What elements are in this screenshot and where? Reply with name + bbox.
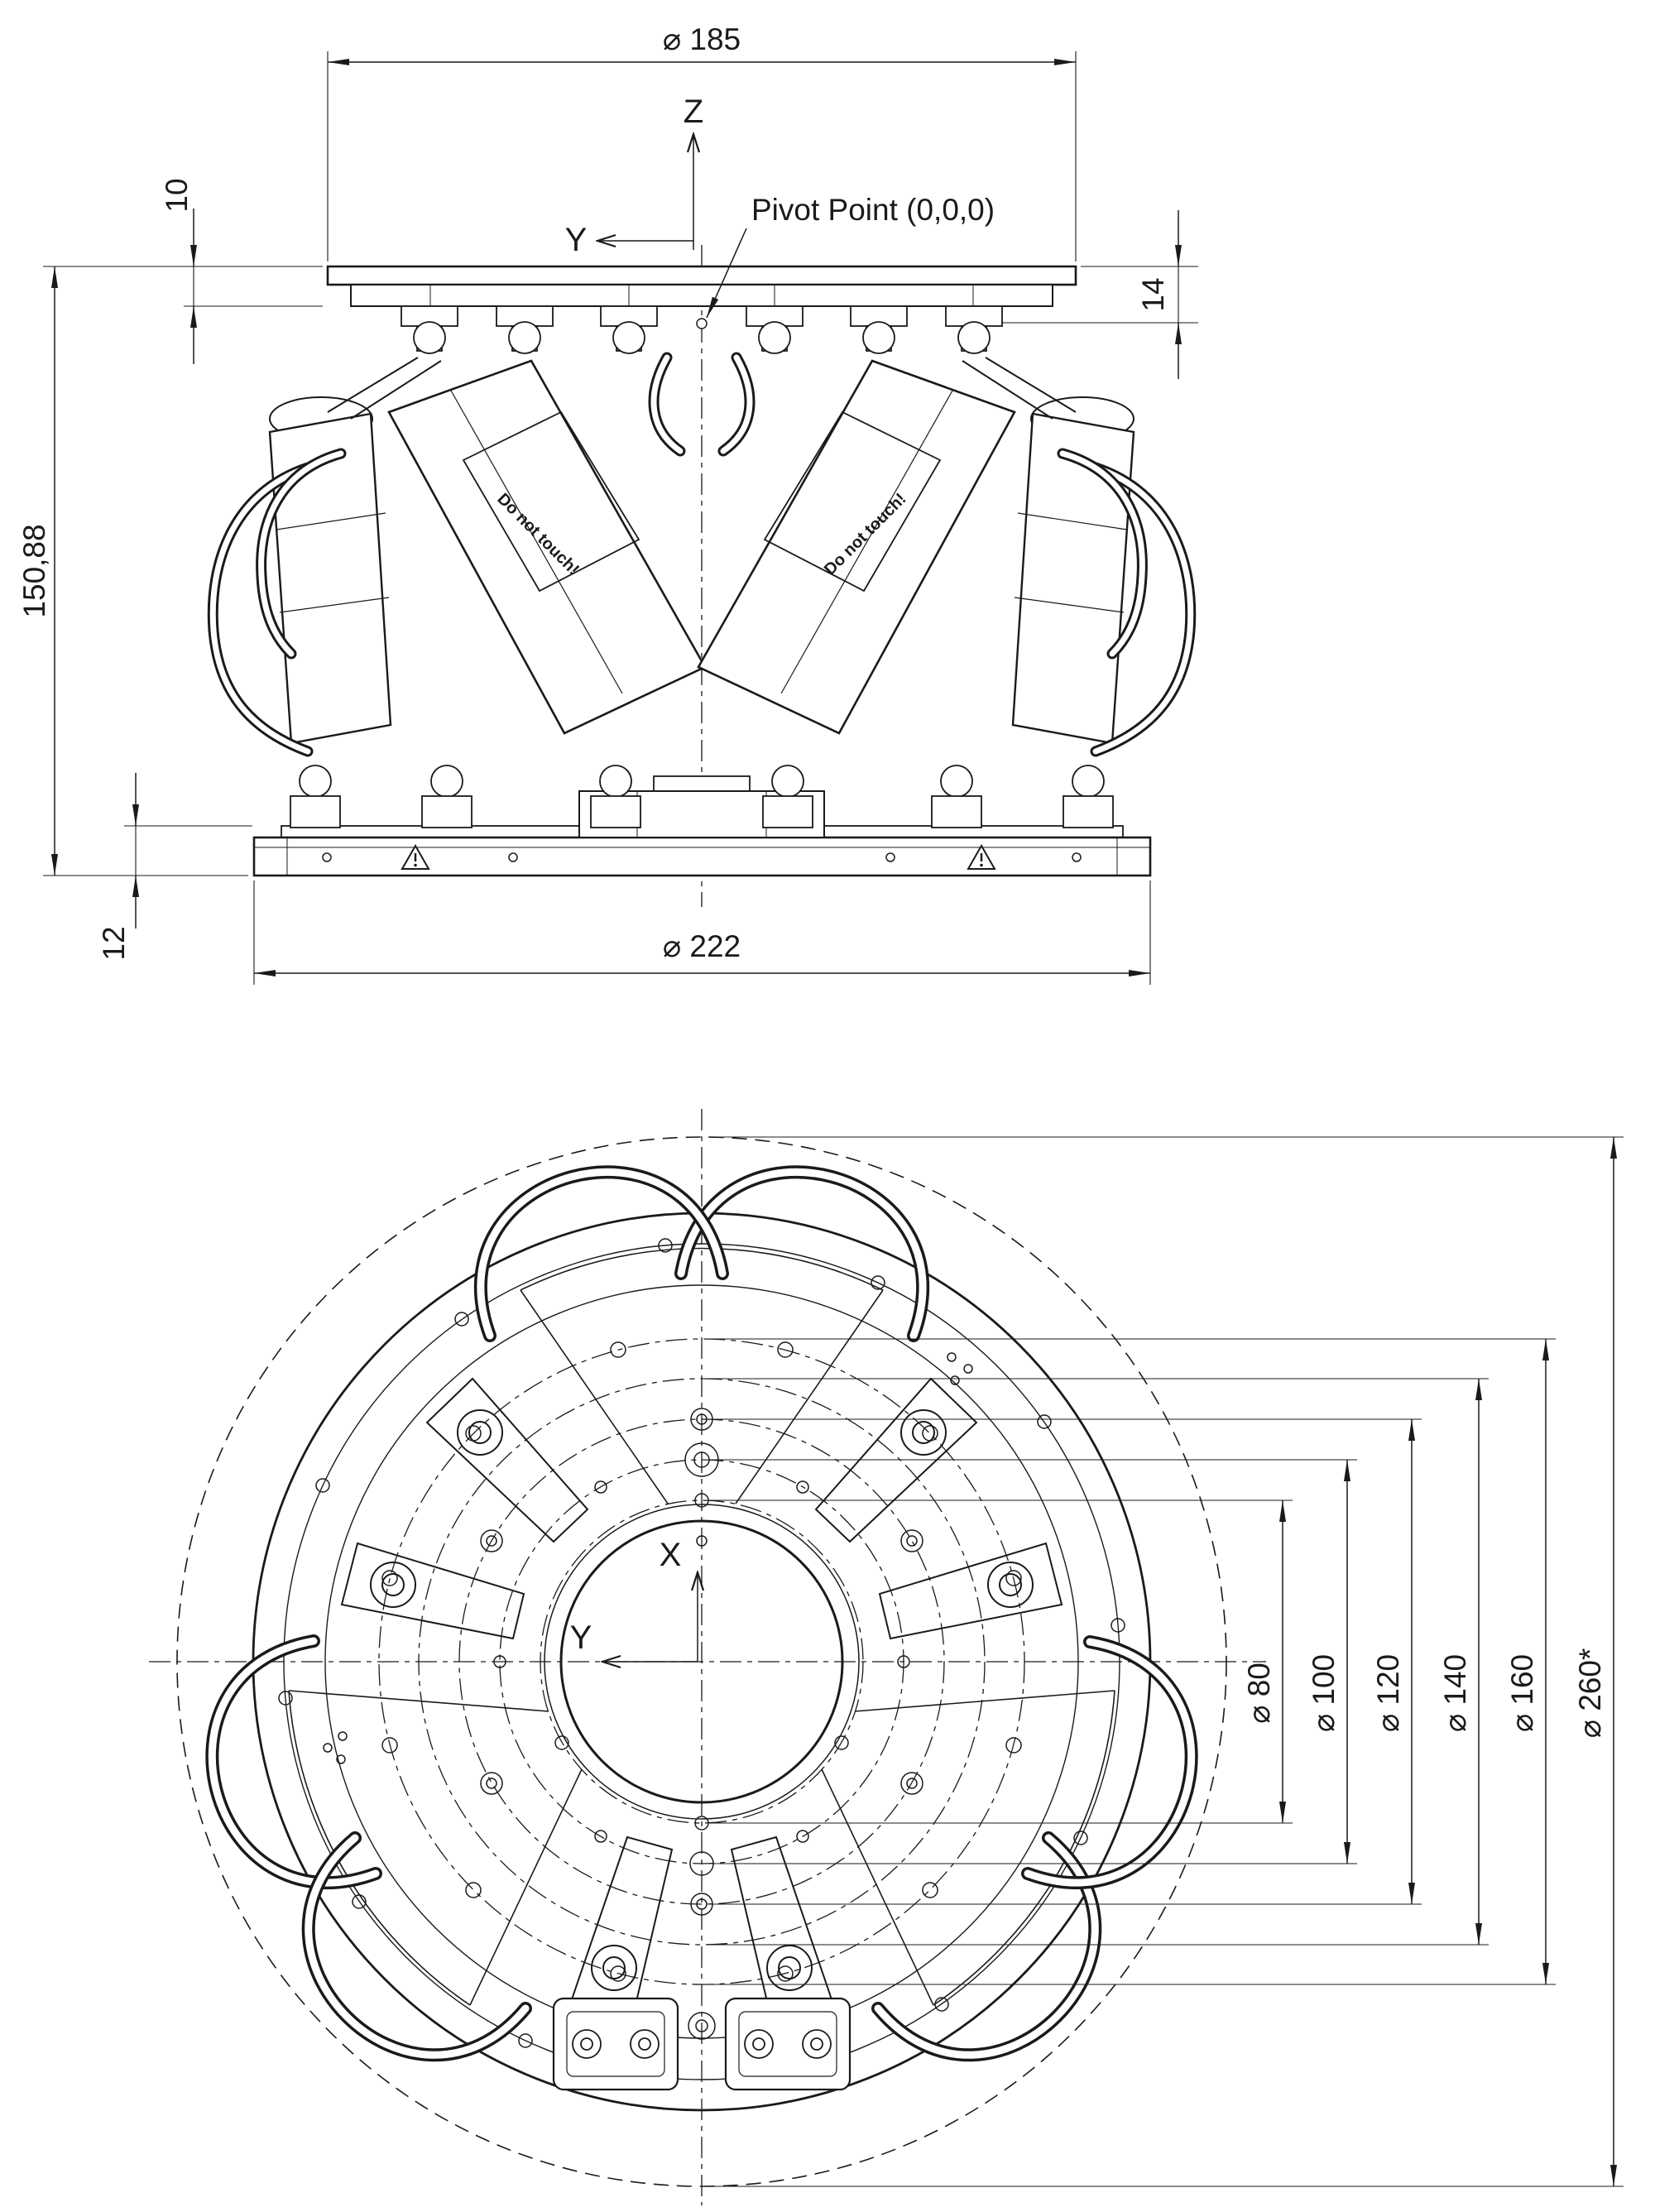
warning-icon <box>967 843 996 870</box>
upper-joint <box>401 305 458 354</box>
upper-joint <box>600 305 658 354</box>
actuator-body-right: Do not touch! <box>697 359 1016 735</box>
lower-joint <box>762 765 813 828</box>
base-plate <box>252 825 1152 877</box>
center-counterbore-circle <box>544 1504 860 1820</box>
plan-view: X Y ⌀ 80 ⌀ 100 ⌀ 120 ⌀ 140 <box>149 1109 1624 2205</box>
platform-blades <box>288 1247 1115 2006</box>
coordinate-axes-side: Z Y <box>565 94 704 258</box>
dim-circle-140-label: ⌀ 140 <box>1438 1654 1472 1732</box>
upper-joint <box>850 305 908 354</box>
dim-circle-80-label: ⌀ 80 <box>1242 1663 1276 1724</box>
inner-rim-circle <box>324 1284 1079 2039</box>
dimension-base-thickness: 12 <box>97 773 252 961</box>
dim-circle-160-label: ⌀ 160 <box>1505 1654 1539 1732</box>
rim-joints <box>370 1409 1034 1991</box>
envelope-circle-260 <box>176 1136 1227 2187</box>
dimension-circle-160: ⌀ 160 <box>708 1338 1556 1985</box>
coordinate-axes-plan: X Y <box>570 1537 698 1662</box>
center-hole <box>559 1519 844 1804</box>
upper-joint <box>746 305 804 354</box>
dimension-circle-80: ⌀ 80 <box>708 1499 1293 1824</box>
rim-circle <box>283 1243 1120 2080</box>
dimension-circle-260: ⌀ 260* <box>708 1136 1624 2187</box>
cable-loops-plan <box>205 1165 1198 2062</box>
dimension-circle-140: ⌀ 140 <box>708 1378 1489 1946</box>
dimension-bottom-diameter: ⌀ 222 <box>253 880 1151 985</box>
dimension-top-diameter: ⌀ 185 <box>327 22 1077 262</box>
pivot-point-callout: Pivot Point (0,0,0) <box>696 193 995 329</box>
y-axis-label: Y <box>565 222 588 258</box>
z-axis-label: Z <box>684 94 703 130</box>
cable-center <box>648 352 756 457</box>
bolt-circles <box>378 1338 1025 1985</box>
x-axis-label: X <box>660 1537 682 1573</box>
upper-joint <box>945 305 1003 354</box>
upper-joints <box>401 305 1003 354</box>
pivot-point-marker <box>696 318 708 329</box>
actuator-shafts <box>327 357 1077 420</box>
lower-joint <box>421 765 473 828</box>
foot-right <box>724 1997 851 2091</box>
pivot-point-label: Pivot Point (0,0,0) <box>751 193 995 227</box>
y-axis-label-plan: Y <box>570 1619 592 1656</box>
cable-right <box>1057 448 1197 757</box>
dimension-pivot-depth: 14 <box>1001 210 1198 379</box>
lower-joint <box>931 765 982 828</box>
outer-actuator-left <box>268 396 392 745</box>
dimension-circle-100: ⌀ 100 <box>708 1459 1357 1864</box>
dim-circle-260-label: ⌀ 260* <box>1573 1648 1607 1739</box>
side-view: Do not touch! Do not touch! <box>17 22 1198 985</box>
lower-joint <box>1063 765 1114 828</box>
dim-circle-100-label: ⌀ 100 <box>1307 1654 1341 1732</box>
dimension-plate-thickness: 10 <box>160 178 323 364</box>
top-platform <box>326 265 1077 307</box>
warning-icon <box>401 843 430 870</box>
upper-joint <box>496 305 554 354</box>
dim-base-thickness-label: 12 <box>97 926 131 960</box>
dimension-overall-height: 150,88 <box>17 266 323 876</box>
lower-joint <box>290 765 341 828</box>
lower-joint <box>590 765 641 828</box>
dim-circle-120-label: ⌀ 120 <box>1371 1654 1405 1732</box>
outer-actuator-right <box>1011 396 1135 745</box>
dim-bottom-diameter-label: ⌀ 222 <box>663 929 741 963</box>
dim-pivot-depth-label: 14 <box>1136 277 1170 311</box>
lower-joints <box>290 765 1114 828</box>
dim-overall-height-label: 150,88 <box>17 524 51 617</box>
dim-plate-thickness-label: 10 <box>160 178 194 212</box>
actuator-body-left: Do not touch! <box>387 359 707 735</box>
dimension-circle-120: ⌀ 120 <box>708 1418 1422 1905</box>
actuator-legs-plan <box>340 1377 1063 2021</box>
cable-left <box>207 448 347 757</box>
foot-left <box>552 1997 679 2091</box>
dim-top-diameter-label: ⌀ 185 <box>663 22 741 56</box>
